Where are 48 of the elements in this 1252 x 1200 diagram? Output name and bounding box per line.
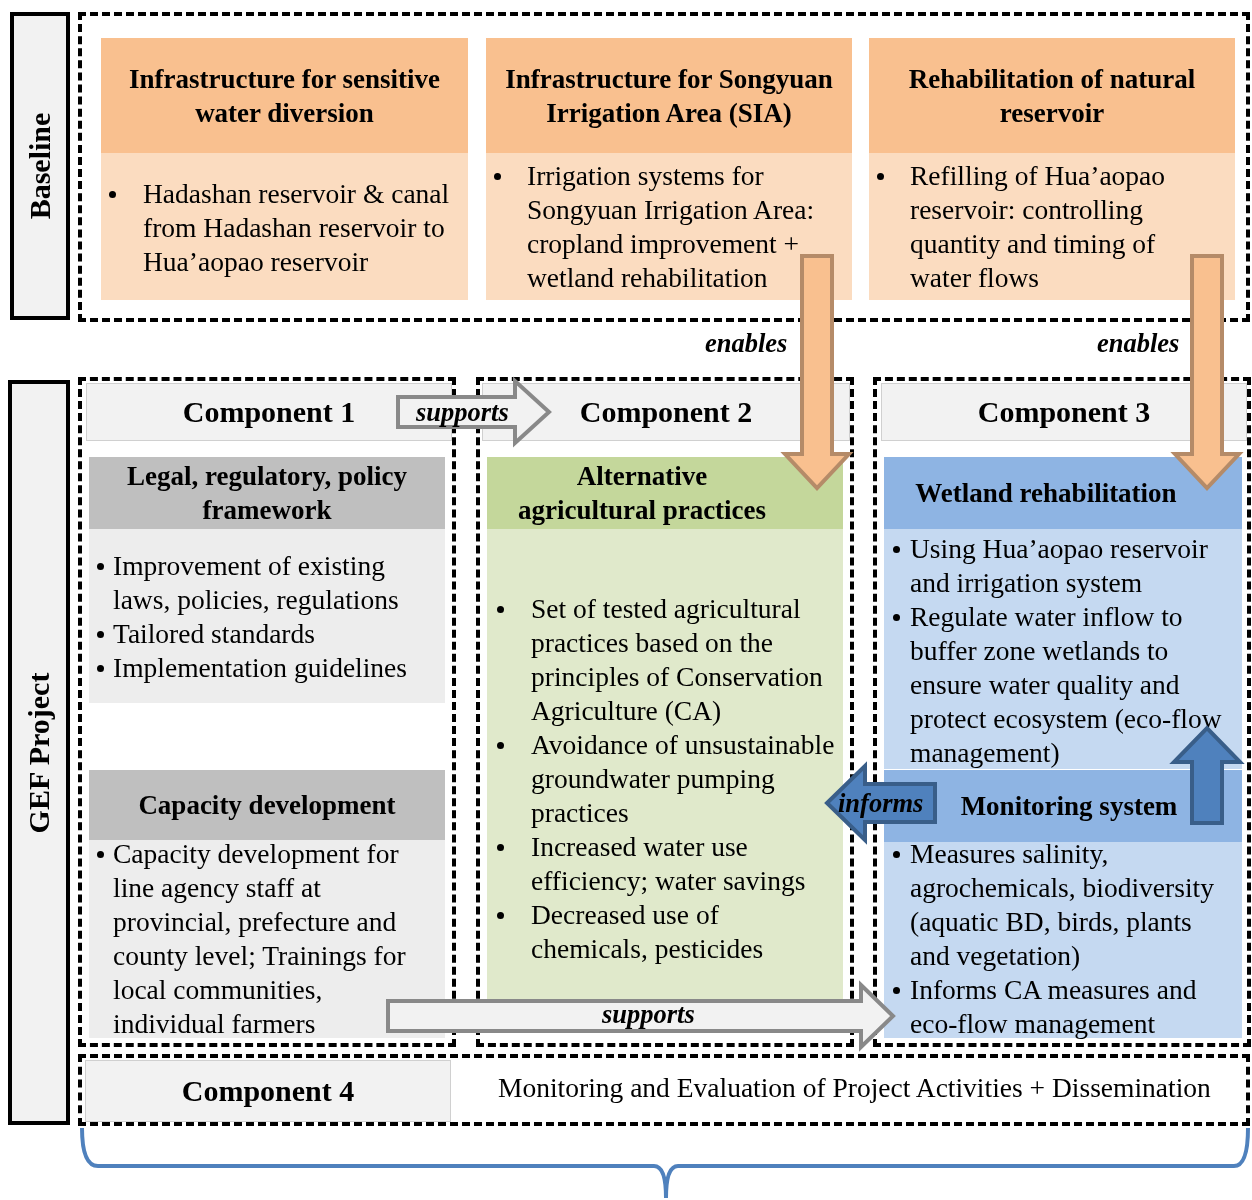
bullet-text: Irrigation systems for Songyuan Irrigation Area: cropland improvement + wetland rehabilitation bbox=[527, 160, 815, 293]
dashed-region bbox=[78, 12, 1250, 322]
bullet-text: Measures salinity, agrochemicals, biodiversity (aquatic BD, birds, plants and vegetation) bbox=[910, 838, 1214, 971]
bullet-text: Avoidance of unsustainable groundwater pumping practices bbox=[531, 729, 835, 828]
component-heading: Component 4 bbox=[85, 1060, 451, 1122]
section-label: Baseline bbox=[23, 112, 57, 220]
edge-label: supports bbox=[602, 999, 695, 1029]
card-heading: Legal, regulatory, policy framework bbox=[126, 460, 408, 527]
block-arrow bbox=[1169, 725, 1245, 825]
bullet-text: Using Hua’aopao reservoir and irrigation system bbox=[910, 533, 1208, 598]
block-arrow bbox=[396, 376, 552, 448]
bullet-text: Capacity development for line agency staff at provincial, prefecture and county level; Trainings for local communities, individual farmers bbox=[113, 838, 406, 1039]
edge-label: informs bbox=[838, 788, 924, 818]
block-arrow bbox=[1170, 254, 1244, 491]
edge-label: enables bbox=[1097, 328, 1180, 358]
bullet-text: Increased water use efficiency; water savings bbox=[531, 831, 806, 896]
block-arrow bbox=[386, 980, 896, 1052]
bullet-text: Regulate water inflow to buffer zone wetlands to ensure water quality and protect ecosystem (eco-flow management) bbox=[910, 601, 1222, 768]
card-heading: Capacity development bbox=[138, 789, 396, 822]
content-card bbox=[486, 38, 852, 300]
card-heading: Alternative agricultural practices bbox=[516, 460, 768, 527]
card-heading: Infrastructure for Songyuan Irrigation Area (SIA) bbox=[504, 62, 834, 130]
component-heading: Component 3 bbox=[881, 383, 1247, 441]
content-card bbox=[89, 770, 445, 1038]
block-arrow bbox=[780, 254, 854, 491]
bullet-text: Decreased use of chemicals, pesticides bbox=[531, 899, 764, 964]
component-region bbox=[78, 1054, 1250, 1126]
bullet-text: Refilling of Hua’aopao reservoir: controlling quantity and timing of water flows bbox=[910, 160, 1166, 293]
section-label: GEF Project bbox=[22, 672, 56, 833]
card-heading: Wetland rehabilitation bbox=[915, 477, 1177, 510]
bullet-text: Hadashan reservoir & canal from Hadashan reservoir to Hua’aopao reservoir bbox=[143, 178, 450, 277]
section-label-box bbox=[8, 380, 70, 1125]
component-description: Monitoring and Evaluation of Project Activities + Dissemination bbox=[498, 1072, 1211, 1104]
content-card bbox=[869, 38, 1235, 300]
bullet-text: Implementation guidelines bbox=[113, 652, 408, 683]
section-label-box bbox=[10, 12, 70, 320]
content-card bbox=[101, 38, 468, 300]
card-heading: Infrastructure for sensitive water diversion bbox=[128, 62, 441, 130]
bullet-text: Improvement of existing laws, policies, regulations bbox=[113, 550, 399, 615]
bullet-text: Tailored standards bbox=[113, 618, 315, 649]
bullet-text: Informs CA measures and eco-flow management bbox=[910, 974, 1197, 1039]
edge-label: enables bbox=[705, 328, 788, 358]
card-heading: Rehabilitation of natural reservoir bbox=[907, 62, 1197, 130]
bullet-text: Set of tested agricultural practices based on the principles of Conservation Agriculture (CA) bbox=[531, 593, 823, 726]
content-card bbox=[89, 457, 445, 703]
block-arrow bbox=[824, 761, 937, 845]
content-card bbox=[884, 457, 1242, 769]
card-heading: Monitoring system bbox=[960, 790, 1178, 823]
